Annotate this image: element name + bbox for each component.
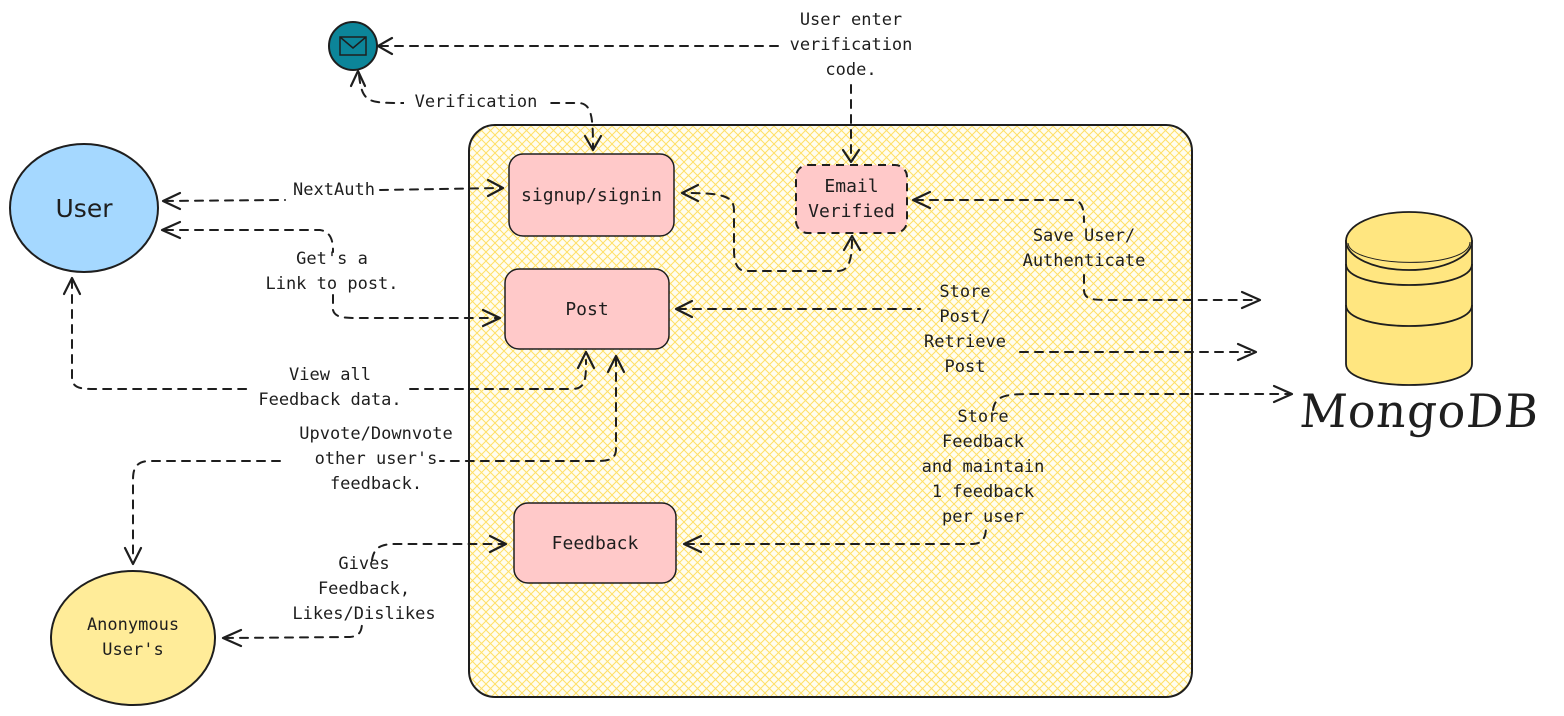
anonymous-user-node[interactable]	[50, 570, 216, 706]
edge-upvote	[132, 357, 617, 561]
database-label: MongoDB	[1298, 384, 1542, 438]
edge-label-user-enter-code: User enter verification code.	[789, 10, 913, 80]
edge-feedback-db	[685, 393, 1291, 545]
edge-view-feedback	[71, 279, 587, 390]
email-verified-box[interactable]	[795, 164, 908, 234]
edge-label-gives-feedback: Gives Feedback, Likes/Dislikes	[292, 554, 436, 624]
signup-signin-label: signup/signin	[521, 184, 662, 206]
post-label: Post	[565, 298, 609, 320]
feedback-label: Feedback	[551, 532, 639, 554]
edge-label-verification: Verification	[404, 90, 548, 115]
edge-label-save-user: Save User/ Authenticate	[1022, 226, 1146, 271]
arrowheads	[62, 36, 1294, 648]
edge-label-link-to-post: Get's a Link to post.	[265, 249, 399, 294]
user-node[interactable]	[9, 143, 159, 273]
edge-label-upvote: Upvote/Downvote other user's feedback.	[299, 424, 453, 494]
post-box[interactable]	[504, 268, 670, 350]
email-verified-label: Email Verified	[808, 176, 895, 222]
database-icon	[1345, 211, 1473, 386]
anonymous-user-label: Anonymous User's	[86, 615, 180, 660]
edge-nextauth	[164, 187, 504, 202]
edge-gives-feedback	[224, 543, 506, 639]
connectors	[71, 45, 1291, 639]
user-label: User	[55, 193, 113, 223]
edge-post-db	[677, 308, 1251, 353]
edge-email-to-signup	[682, 192, 853, 272]
envelope-icon	[328, 21, 378, 71]
edge-label-nextauth: NextAuth	[293, 180, 375, 200]
edge-label-store-post: Store Post/ Retrieve Post	[924, 282, 1006, 377]
signup-signin-box[interactable]	[508, 153, 675, 237]
edge-label-view-feedback: View all Feedback data.	[258, 365, 402, 410]
edge-email-db	[914, 199, 1256, 301]
edge-verification	[358, 74, 594, 149]
edge-link-to-post	[164, 229, 499, 319]
feedback-box[interactable]	[513, 502, 677, 584]
edge-label-store-feedback: Store Feedback and maintain 1 feedback p…	[921, 407, 1045, 527]
